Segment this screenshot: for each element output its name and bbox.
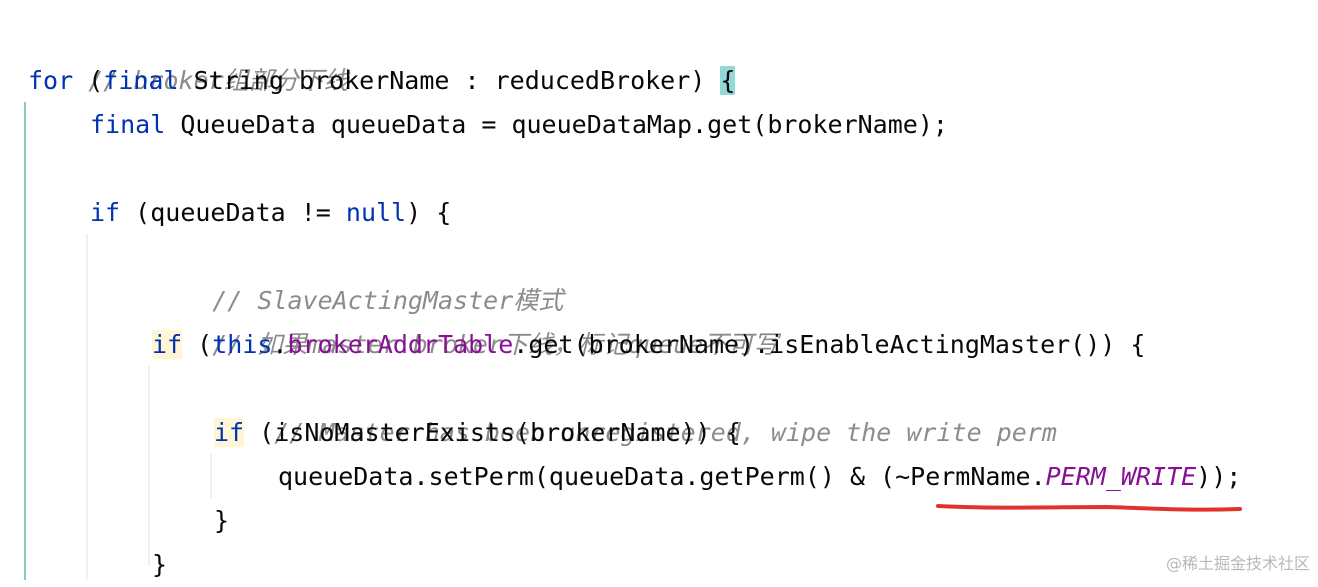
matched-brace: {	[720, 66, 736, 95]
keyword-null: null	[345, 198, 407, 227]
keyword-final: final	[90, 110, 166, 139]
code-text: (queueData !=	[120, 198, 346, 227]
closing-brace: }	[214, 506, 230, 535]
code-text: queueData.setPerm(queueData.getPerm() & …	[278, 462, 1046, 491]
code-line-1[interactable]: // broker组部分下线	[28, 15, 348, 95]
keyword-if: if	[90, 198, 121, 227]
code-text: (isNoMasterExists(brokerName)) {	[244, 418, 741, 447]
indent-guide	[148, 366, 150, 566]
code-line-7[interactable]: // 如果master broker下线，标记queue不可写	[152, 279, 778, 359]
code-line-3[interactable]: final QueueData queueData = queueDataMap…	[90, 103, 948, 147]
code-line-11[interactable]: queueData.setPerm(queueData.getPerm() & …	[278, 455, 1241, 499]
code-comment: // Master has been unregistered, wipe th…	[274, 418, 1057, 447]
keyword-this: this	[212, 330, 273, 359]
code-text: (	[182, 330, 213, 359]
watermark: @稀土掘金技术社区	[1165, 554, 1310, 573]
code-text: QueueData queueData = queueDataMap.get(b…	[165, 110, 948, 139]
keyword-for: for	[28, 66, 74, 95]
code-line-2[interactable]: for (final String brokerName : reducedBr…	[28, 59, 736, 103]
constant-reference: PERM_WRITE	[1045, 462, 1197, 491]
code-comment: // broker组部分下线	[88, 66, 349, 95]
code-text: .get(brokerName).isEnableActingMaster())…	[513, 330, 1146, 359]
code-comment: // 如果master broker下线，标记queue不可写	[212, 330, 779, 359]
code-text: String brokerName : reducedBroker)	[178, 66, 721, 95]
code-line-12[interactable]: }	[214, 499, 229, 543]
code-line-8[interactable]: if (this.brokerAddrTable.get(brokerName)…	[152, 323, 1145, 367]
code-line-5[interactable]: if (queueData != null) {	[90, 191, 451, 235]
code-line-6[interactable]: // SlaveActingMaster模式	[152, 235, 563, 315]
closing-brace: }	[152, 550, 168, 579]
indent-guide	[24, 102, 26, 580]
code-comment: // SlaveActingMaster模式	[212, 286, 564, 315]
red-underline-annotation	[936, 504, 1242, 512]
code-text: ));	[1196, 462, 1242, 491]
field-reference: brokerAddrTable	[287, 330, 514, 359]
code-text: (	[73, 66, 104, 95]
indent-guide	[86, 234, 88, 580]
code-line-10[interactable]: if (isNoMasterExists(brokerName)) {	[214, 411, 741, 455]
code-text: .	[272, 330, 288, 359]
code-line-9[interactable]: // Master has been unregistered, wipe th…	[214, 367, 1057, 447]
keyword-if: if	[152, 330, 183, 359]
indent-guide	[210, 454, 212, 498]
code-line-13[interactable]: }	[152, 543, 167, 587]
keyword-if: if	[214, 418, 245, 447]
keyword-final: final	[103, 66, 179, 95]
code-text: ) {	[406, 198, 452, 227]
